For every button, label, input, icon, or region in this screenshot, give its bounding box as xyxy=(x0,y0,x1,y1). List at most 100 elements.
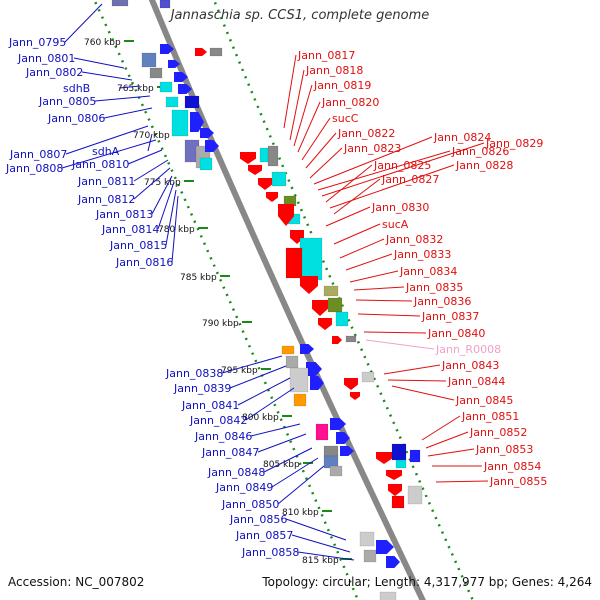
gene-block xyxy=(329,465,343,477)
gene-block xyxy=(159,0,171,9)
kbp-tick-label: 810 kbp xyxy=(282,508,319,518)
left-label-leader xyxy=(133,159,169,182)
gene-block xyxy=(379,591,397,600)
gene-block xyxy=(299,237,323,281)
genome-summary-text: Topology: circular; Length: 4,317,977 bp… xyxy=(262,575,592,589)
left-gene-label: Jann_0808 xyxy=(5,162,63,175)
left-label-leader xyxy=(165,189,177,246)
left-label-leader xyxy=(263,447,313,473)
right-gene-label: Jann_0851 xyxy=(461,410,519,423)
gene-block xyxy=(323,445,339,457)
left-gene-label: Jann_0810 xyxy=(71,158,129,171)
left-gene-label: Jann_0850 xyxy=(221,498,279,511)
gene-arrow xyxy=(258,178,272,190)
left-gene-label: sdhB xyxy=(63,82,90,95)
gene-block xyxy=(199,157,213,171)
left-gene-label: sdhA xyxy=(92,145,120,158)
right-label-leader xyxy=(391,385,455,401)
right-label-leader xyxy=(313,136,433,185)
backbone-line xyxy=(148,0,426,600)
gene-block xyxy=(391,443,407,461)
gene-block xyxy=(359,531,375,547)
left-label-leader xyxy=(277,465,325,505)
left-gene-label: Jann_0816 xyxy=(115,256,173,269)
left-label-leader xyxy=(297,551,355,561)
right-gene-label: Jann_0845 xyxy=(455,394,513,407)
right-gene-label: Jann_0829 xyxy=(485,137,543,150)
right-label-leader xyxy=(421,415,461,441)
right-gene-label: Jann_0818 xyxy=(305,64,363,77)
right-label-leader xyxy=(283,54,297,129)
kbp-tick-label: 780 kbp xyxy=(158,225,195,235)
right-gene-label: Jann_0834 xyxy=(399,265,457,278)
gene-block xyxy=(285,247,303,279)
right-label-leader xyxy=(425,431,469,449)
left-label-leader xyxy=(127,149,163,165)
gene-arrow xyxy=(278,204,294,226)
kbp-tick-label: 790 kbp xyxy=(202,319,239,329)
gene-block xyxy=(335,311,349,327)
right-gene-label: Jann_0819 xyxy=(313,79,371,92)
gene-arrow xyxy=(195,48,207,56)
left-label-leader xyxy=(118,85,141,89)
left-label-leader xyxy=(61,139,157,169)
right-label-leader xyxy=(435,480,489,483)
right-label-leader xyxy=(349,270,399,283)
left-gene-label: Jann_0806 xyxy=(47,112,105,125)
gene-arrow xyxy=(190,112,204,132)
gene-block xyxy=(345,335,357,343)
accession-text: Accession: NC_007802 xyxy=(8,575,145,589)
right-gene-label: Jann_0843 xyxy=(441,359,499,372)
right-gene-label: Jann_0825 xyxy=(373,159,431,172)
left-gene-label: Jann_0801 xyxy=(17,52,75,65)
right-gene-label: Jann_0822 xyxy=(337,127,395,140)
genome-title: Jannaschia sp. CCS1, complete genome xyxy=(170,8,430,23)
right-label-leader xyxy=(357,313,421,317)
gene-block xyxy=(361,371,375,383)
gene-block xyxy=(323,285,339,297)
gene-block xyxy=(293,393,307,407)
kbp-tick-label: 795 kbp xyxy=(221,366,258,376)
right-label-leader xyxy=(321,142,485,197)
right-gene-label: Jann_0823 xyxy=(343,142,401,155)
right-label-leader xyxy=(387,379,447,382)
gene-block xyxy=(184,95,200,109)
gene-block xyxy=(285,355,299,369)
left-label-leader xyxy=(285,518,347,541)
right-gene-label: Jann_0855 xyxy=(489,475,547,488)
right-label-leader xyxy=(355,299,413,302)
right-gene-labels: Jann_0817Jann_0818Jann_0819Jann_0820sucC… xyxy=(283,49,547,488)
left-gene-label: Jann_0812 xyxy=(77,193,135,206)
gene-arrow xyxy=(306,362,322,376)
gene-features xyxy=(111,0,423,600)
kbp-tick-label: 775 kbp xyxy=(144,178,181,188)
gene-arrow xyxy=(266,192,278,202)
gene-block xyxy=(141,52,157,68)
right-label-leader xyxy=(333,178,381,215)
right-label-leader xyxy=(325,164,373,203)
gene-arrow xyxy=(300,344,314,354)
kbp-tick-label: 815 kbp xyxy=(302,556,339,566)
left-gene-label: Jann_0811 xyxy=(77,175,135,188)
right-gene-label: Jann_0853 xyxy=(475,443,533,456)
gene-block xyxy=(289,367,309,393)
left-gene-label: Jann_0857 xyxy=(235,529,293,542)
outer-track-edge xyxy=(212,0,475,600)
left-label-leader xyxy=(250,423,301,437)
kbp-tick-label: 805 kbp xyxy=(263,460,300,470)
right-label-leader xyxy=(309,147,343,179)
right-label-leader xyxy=(301,117,331,161)
right-gene-label: sucC xyxy=(332,112,359,125)
right-gene-label: Jann_R0008 xyxy=(435,343,501,356)
gene-block xyxy=(395,459,407,469)
right-gene-label: Jann_0844 xyxy=(447,375,505,388)
gene-arrow xyxy=(160,44,174,54)
gene-block xyxy=(209,47,223,57)
gene-arrow xyxy=(200,128,214,138)
left-label-leader xyxy=(94,95,151,102)
inner-track-edge xyxy=(92,0,360,600)
backbone xyxy=(92,0,475,600)
right-gene-label: Jann_0820 xyxy=(321,96,379,109)
